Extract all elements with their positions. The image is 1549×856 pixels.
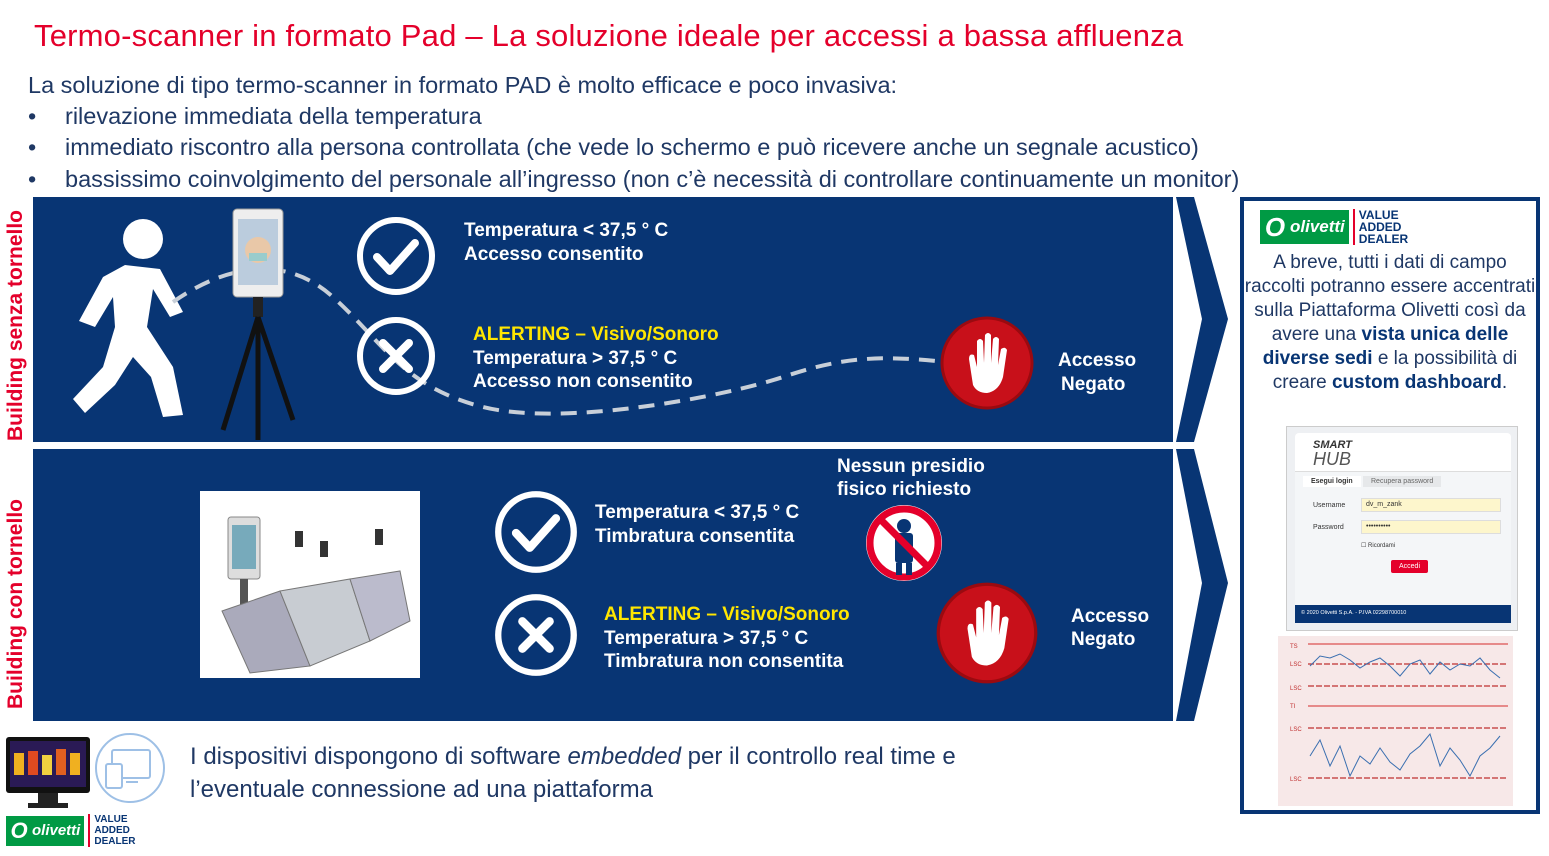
side-label-turnstile: Building con tornello xyxy=(4,499,27,709)
no-guard-icon xyxy=(866,505,942,581)
remember-checkbox[interactable]: ☐ Ricordami xyxy=(1361,543,1396,549)
username-field[interactable]: dv_m_zank xyxy=(1361,498,1501,512)
x-circle-icon xyxy=(357,317,435,395)
password-field[interactable]: •••••••••• xyxy=(1361,520,1501,534)
x-circle-icon xyxy=(495,594,577,676)
alerting-text: ALERTING – Visivo/Sonoro xyxy=(473,324,719,345)
tab-login[interactable]: Esegui login xyxy=(1303,476,1361,487)
side-label-no-turnstile: Building senza tornello xyxy=(4,209,27,441)
control-chart-image: TS LSC LSC TI LSC LSC xyxy=(1278,636,1513,806)
ok-temp-text: Temperatura < 37,5 ° C xyxy=(595,502,800,523)
denied-text-1: Accesso xyxy=(1071,606,1150,627)
ko-temp-text: Temperatura > 37,5 ° C xyxy=(604,628,809,649)
devices-icon xyxy=(95,733,165,803)
smarthub-brand-2: HUB xyxy=(1313,449,1352,469)
smarthub-login-screenshot: SMART HUB Esegui login Recupera password… xyxy=(1286,426,1518,631)
bottom-text: I dispositivi dispongono di software emb… xyxy=(190,743,956,803)
smarthub-footer: © 2020 Olivetti S.p.A. - P.IVA 022987000… xyxy=(1295,605,1511,623)
monitor-thermal-icon xyxy=(6,737,90,808)
ok-temp-text: Temperatura < 37,5 ° C xyxy=(464,220,669,241)
check-circle-icon xyxy=(357,217,435,295)
tab-recover-password[interactable]: Recupera password xyxy=(1363,476,1442,487)
intro-text: La soluzione di tipo termo-scanner in fo… xyxy=(28,72,898,98)
ok-access-text: Accesso consentito xyxy=(464,244,644,265)
no-staff-text-2: fisico richiesto xyxy=(837,479,972,500)
page-title: Termo-scanner in formato Pad – La soluzi… xyxy=(34,18,1184,53)
chart-label: LSC xyxy=(1290,777,1302,783)
ko-temp-text: Temperatura > 37,5 ° C xyxy=(473,348,678,369)
platform-description: A breve, tutti i dati di campo raccolti … xyxy=(1244,252,1536,393)
turnstile-image xyxy=(200,491,420,678)
walking-person-icon xyxy=(73,219,183,417)
chart-label: LSC xyxy=(1290,686,1302,692)
chart-label: TI xyxy=(1290,704,1296,710)
ko-access-text: Accesso non consentito xyxy=(473,371,693,392)
denied-text-2: Negato xyxy=(1061,374,1126,395)
denied-text-2: Negato xyxy=(1071,629,1136,650)
ok-clock-in-text: Timbratura consentita xyxy=(595,526,795,547)
stop-hand-icon xyxy=(936,582,1038,684)
chart-label: TS xyxy=(1290,644,1298,650)
bullet-item: •immediato riscontro alla persona contro… xyxy=(28,134,1199,160)
username-label: Username xyxy=(1313,502,1346,509)
password-label: Password xyxy=(1313,524,1344,531)
chart-label: LSC xyxy=(1290,727,1302,733)
denied-text-1: Accesso xyxy=(1058,350,1137,371)
chevron-arrows xyxy=(1176,197,1228,721)
no-staff-text-1: Nessun presidio xyxy=(837,456,985,477)
bullet-item: •rilevazione immediata della temperatura xyxy=(28,103,482,129)
bullet-item: •bassissimo coinvolgimento del personale… xyxy=(28,166,1240,192)
ko-clock-in-text: Timbratura non consentita xyxy=(604,651,844,672)
thermo-scanner-tripod-icon xyxy=(220,208,296,440)
stop-hand-icon xyxy=(940,316,1034,410)
check-circle-icon xyxy=(495,491,577,573)
dashed-path xyxy=(171,267,984,416)
login-button[interactable]: Accedi xyxy=(1391,560,1429,573)
smarthub-brand-1: SMART xyxy=(1313,439,1352,451)
panel-turnstile: Temperatura < 37,5 ° C Timbratura consen… xyxy=(33,449,1173,721)
alerting-text: ALERTING – Visivo/Sonoro xyxy=(604,604,850,625)
panel-no-turnstile: Temperatura < 37,5 ° C Accesso consentit… xyxy=(33,197,1173,442)
chart-label: LSC xyxy=(1290,662,1302,668)
